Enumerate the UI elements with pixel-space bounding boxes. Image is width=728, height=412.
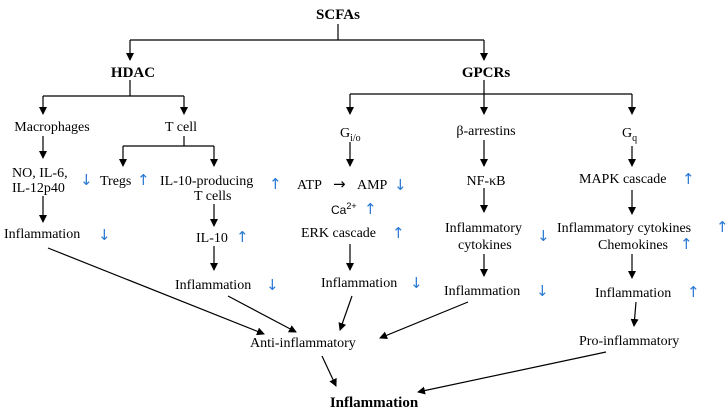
- node-beta-arrestins: β-arrestins: [456, 124, 515, 139]
- node-gpcrs: GPCRs: [462, 65, 510, 81]
- node-hdac: HDAC: [111, 65, 155, 81]
- up-arrow-icon: ↑: [236, 228, 249, 246]
- node-atp: ATP: [297, 178, 322, 193]
- node-nfkb: NF-κB: [467, 174, 506, 189]
- node-inflammatory: Inflammatory: [445, 221, 522, 236]
- arrow-inflammation-to-pro: [630, 301, 639, 327]
- right-arrow-icon: →: [333, 175, 346, 193]
- node-tregs: Tregs: [100, 174, 131, 189]
- down-arrow-icon: ↓: [536, 282, 549, 300]
- node-il10-producing: IL-10-producing: [160, 174, 253, 189]
- node-inflammation-beta: Inflammation: [444, 284, 520, 299]
- node-gq: Gq: [622, 126, 637, 144]
- node-macrophages: Macrophages: [14, 120, 89, 135]
- down-arrow-icon: ↓: [410, 274, 423, 292]
- up-arrow-icon: ↑: [716, 218, 728, 236]
- connectors: [39, 24, 639, 395]
- node-inflammation-gq: Inflammation: [595, 286, 671, 301]
- up-arrow-icon: ↑: [687, 283, 700, 301]
- node-t-cells: T cells: [194, 189, 231, 204]
- arrow-tcell-to-anti: [227, 295, 297, 333]
- node-inflammation-left: Inflammation: [4, 227, 80, 242]
- node-il10: IL-10: [196, 231, 228, 246]
- node-t-cell: T cell: [165, 120, 197, 135]
- up-arrow-icon: ↑: [682, 170, 695, 188]
- node-amp: AMP: [357, 178, 388, 193]
- arrow-pro-to-inflammation: [417, 351, 607, 395]
- arrow-gio-to-anti: [338, 295, 353, 331]
- node-ca: Ca2+: [331, 201, 357, 217]
- node-il12p40: IL-12p40: [12, 181, 65, 196]
- down-arrow-icon: ↓: [98, 226, 111, 244]
- down-arrow-icon: ↓: [537, 227, 550, 245]
- nodes: SCFAs HDAC GPCRs Macrophages T cell NO, …: [4, 7, 728, 411]
- node-inflammation-final: Inflammation: [330, 395, 419, 411]
- arrow-left-to-anti: [47, 247, 265, 336]
- node-scfas: SCFAs: [316, 7, 360, 23]
- down-arrow-icon: ↓: [80, 171, 93, 189]
- node-inflammatory-cytokines: Inflammatory cytokines: [557, 221, 691, 236]
- node-gio: Gi/o: [340, 126, 361, 144]
- up-arrow-icon: ↑: [392, 224, 405, 242]
- node-pro-inflammatory: Pro-inflammatory: [579, 334, 679, 349]
- arrow-anti-to-inflammation: [321, 355, 337, 387]
- down-arrow-icon: ↓: [266, 276, 279, 294]
- down-arrow-icon: ↓: [394, 176, 407, 194]
- up-arrow-icon: ↑: [137, 171, 150, 189]
- node-cytokines: cytokines: [458, 238, 512, 253]
- node-chemokines: Chemokines: [598, 238, 668, 253]
- up-arrow-icon: ↑: [364, 200, 377, 218]
- node-inflammation-tcell: Inflammation: [175, 278, 251, 293]
- arrow-beta-to-anti: [379, 301, 469, 340]
- up-arrow-icon: ↑: [269, 175, 282, 193]
- node-erk-cascade: ERK cascade: [301, 226, 376, 241]
- node-mapk-cascade: MAPK cascade: [579, 172, 666, 187]
- node-inflammation-gio: Inflammation: [321, 276, 397, 291]
- up-arrow-icon: ↑: [680, 235, 693, 253]
- node-no-il6: NO, IL-6,: [12, 166, 68, 181]
- node-anti-inflammatory: Anti-inflammatory: [250, 336, 356, 351]
